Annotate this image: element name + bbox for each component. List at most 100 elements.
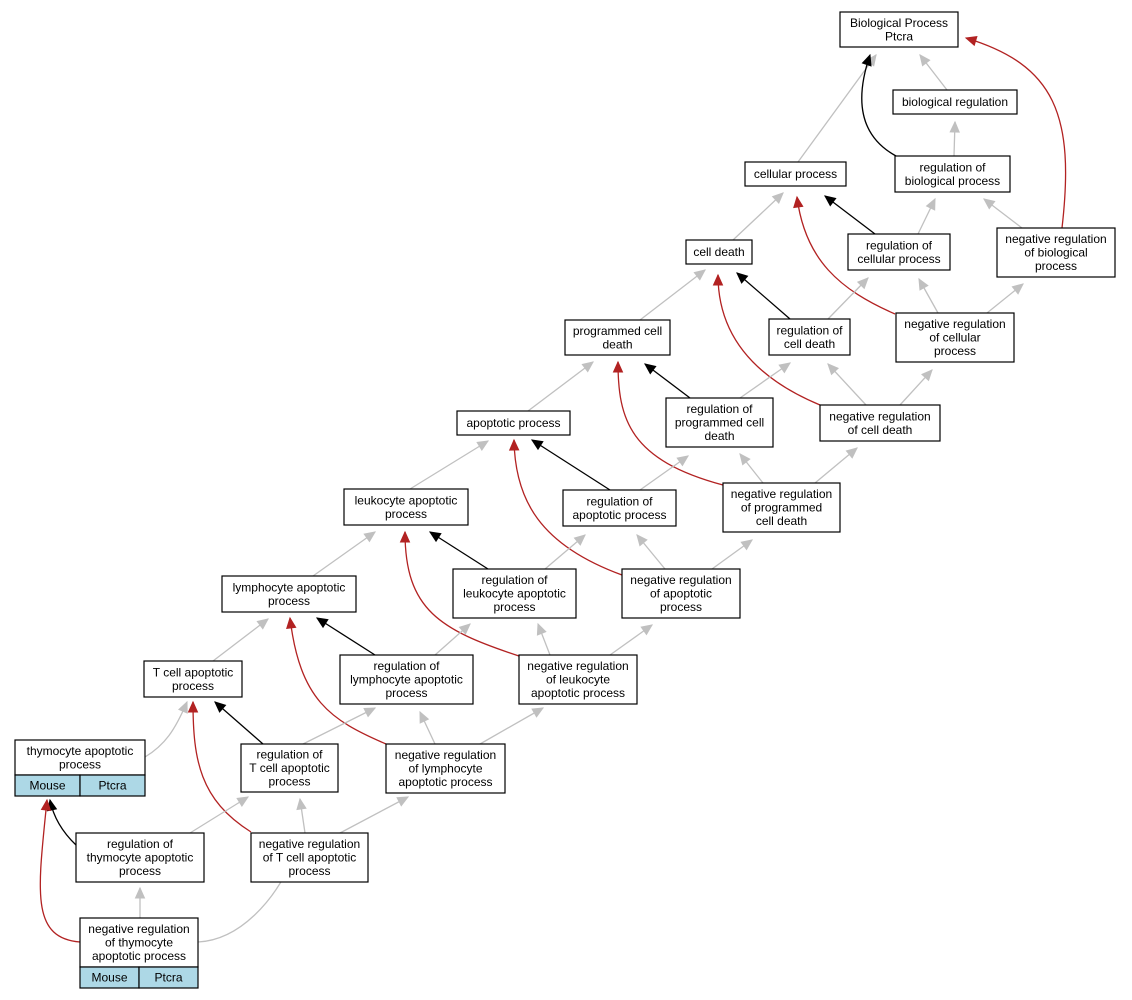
node-label-line: thymocyte apoptotic — [87, 851, 194, 865]
edge-negapop-to-negpcd-arrowhead — [740, 539, 753, 551]
node-box — [894, 155, 1011, 193]
node-box — [221, 575, 357, 613]
edge-lymph-to-leuk-arrowhead — [363, 531, 376, 543]
node-label-line: negative regulation — [395, 748, 496, 762]
edge-regpcd-to-regcd-arrowhead — [778, 362, 791, 374]
node-label-line: T cell apoptotic — [153, 665, 234, 679]
node-label-line: death — [704, 429, 734, 443]
node-label-line: thymocyte apoptotic — [27, 744, 134, 758]
node-box — [385, 743, 506, 794]
edge-neglymph-to-reglymph-arrowhead — [419, 710, 430, 724]
edge-reglymph-to-lymph — [316, 617, 376, 656]
annotation-organism: Mouse — [29, 779, 65, 793]
node-label-line: negative regulation — [88, 922, 189, 936]
edge-negapop-to-regapop-arrowhead — [636, 534, 648, 547]
edge-negleuk-to-negapop-arrowhead — [640, 624, 653, 636]
edge-apop-to-pcd-arrowhead — [581, 361, 594, 373]
node-label-line: regulation of — [481, 573, 548, 587]
node-label-line: of biological — [1024, 246, 1087, 260]
node-box — [343, 488, 469, 526]
node-box — [562, 489, 677, 527]
edge-regtcell-to-reglymph — [302, 707, 376, 745]
node-box — [744, 161, 847, 187]
node-label-line: process — [59, 757, 101, 771]
edge-regleuk-to-leuk-arrowhead — [428, 531, 442, 543]
node-label-line: cell death — [693, 245, 744, 259]
node-label-line: regulation of — [686, 402, 753, 416]
node-box — [665, 397, 774, 448]
edge-cellproc-to-bp — [797, 54, 877, 163]
node-box — [895, 312, 1015, 363]
node-label-line: regulation of — [107, 837, 174, 851]
node-label-line: process — [934, 344, 976, 358]
annotation-organism: Mouse — [91, 971, 127, 985]
edge-thymo-to-tcell-arrowhead — [178, 700, 188, 714]
edge-negtcell-to-neglymph — [339, 796, 409, 834]
node-label-line: apoptotic process — [466, 416, 560, 430]
edge-negbio-to-bp-arrowhead — [964, 36, 978, 47]
node-label-line: regulation of — [373, 659, 440, 673]
node-apop[interactable]: apoptotic process — [456, 410, 571, 436]
edge-negapop-to-apop — [513, 439, 623, 576]
edge-regcd-to-celldeath-arrowhead — [736, 272, 749, 284]
node-box — [452, 568, 577, 619]
edge-leuk-to-apop-arrowhead — [476, 440, 490, 451]
edge-negthymo-to-thymo-arrowhead — [40, 798, 52, 811]
node-box — [339, 654, 474, 705]
edge-negapop-to-apop-arrowhead — [508, 438, 520, 451]
node-label-line: apoptotic process — [92, 949, 186, 963]
node-box — [996, 227, 1116, 278]
node-bioreg[interactable]: biological regulation — [892, 89, 1018, 115]
node-box — [143, 660, 243, 698]
node-label-line: negative regulation — [630, 573, 731, 587]
node-box — [892, 89, 1018, 115]
edge-negtcell-to-neglymph-arrowhead — [396, 796, 410, 807]
node-celldeath[interactable]: cell death — [685, 239, 753, 265]
node-label-line: regulation of — [919, 160, 986, 174]
node-box — [722, 482, 841, 533]
node-box — [250, 832, 369, 883]
edge-tcell-to-lymph-arrowhead — [256, 618, 269, 630]
node-box — [79, 917, 199, 968]
edge-pcd-to-celldeath-arrowhead — [693, 269, 706, 281]
node-label-line: negative regulation — [259, 837, 360, 851]
node-label-line: of apoptotic — [650, 587, 712, 601]
edge-reglymph-to-regleuk-arrowhead — [458, 623, 471, 635]
edge-negtcell-to-regtcell-arrowhead — [296, 797, 307, 811]
edge-lymph-to-leuk — [312, 531, 376, 577]
edge-negleuk-to-leuk — [404, 531, 520, 657]
node-label-line: regulation of — [866, 238, 933, 252]
node-label-line: cell death — [784, 337, 835, 351]
edge-negcell-to-negbio-arrowhead — [1011, 283, 1024, 295]
edge-negbio-to-regbio-arrowhead — [983, 198, 996, 210]
edge-celldeath-to-cellproc-arrowhead — [771, 192, 784, 205]
node-cellproc[interactable]: cellular process — [744, 161, 847, 187]
edge-regbio-to-bp-arrowhead — [861, 53, 872, 67]
node-label-line: of cell death — [848, 423, 913, 437]
edge-regcd-to-celldeath — [736, 272, 791, 320]
